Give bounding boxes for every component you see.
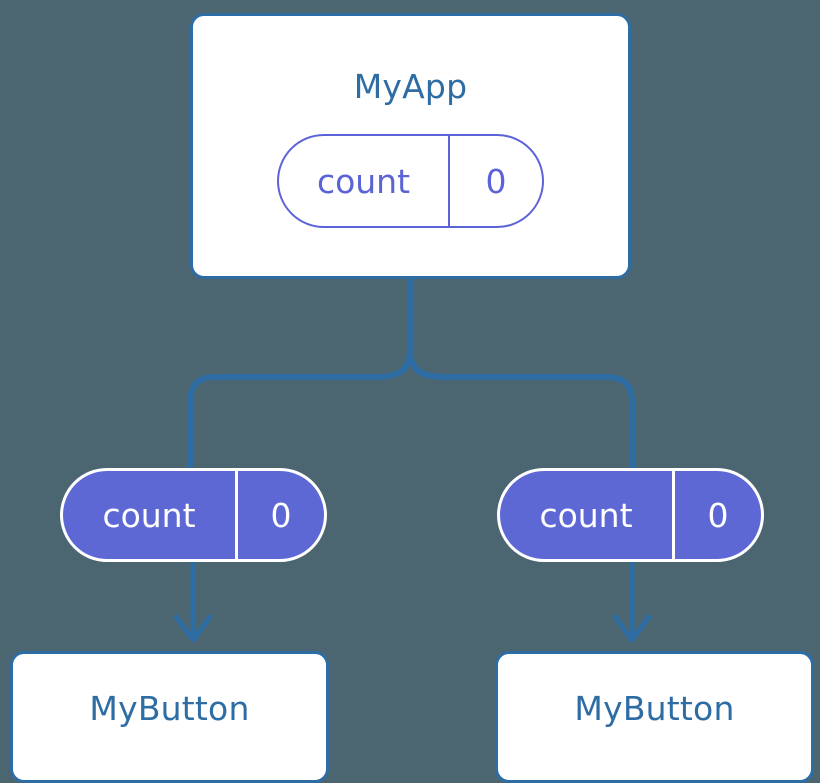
props-pill-value: 0 [707, 495, 729, 535]
props-pill-left[interactable]: count 0 [60, 468, 327, 562]
connector-branch-right [407, 347, 635, 470]
state-pill-key: count [279, 136, 450, 226]
component-box-mybutton-left[interactable]: MyButton [10, 651, 329, 783]
component-box-mybutton-right[interactable]: MyButton [495, 651, 814, 783]
component-title-myapp: MyApp [353, 67, 468, 106]
state-pill-myapp[interactable]: count 0 [277, 134, 544, 228]
component-title-mybutton-right: MyButton [574, 689, 735, 728]
props-pill-value: 0 [270, 495, 292, 535]
props-pill-right[interactable]: count 0 [497, 468, 764, 562]
state-pill-value: 0 [485, 161, 507, 201]
props-pill-key: count [63, 471, 238, 559]
component-title-mybutton-left: MyButton [89, 689, 250, 728]
arrow-head-left-icon [173, 614, 213, 643]
connector-branch-left [187, 347, 413, 470]
arrow-head-right-icon [612, 614, 652, 643]
props-pill-key: count [500, 471, 675, 559]
